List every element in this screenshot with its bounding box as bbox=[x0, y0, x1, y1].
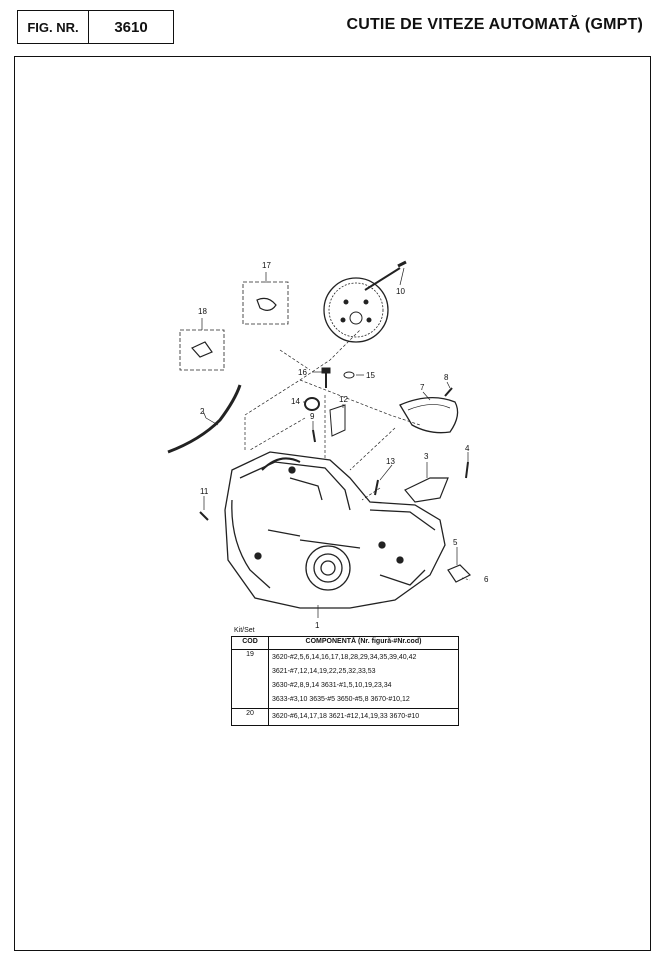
part-17-clamp bbox=[256, 297, 277, 311]
callout-7: 7 bbox=[420, 383, 425, 392]
callout-4: 4 bbox=[465, 444, 470, 453]
assembly-guide-lines bbox=[244, 329, 421, 501]
part-18-clip bbox=[191, 341, 213, 358]
callout-14: 14 bbox=[291, 397, 300, 406]
part-15-nut bbox=[343, 371, 355, 379]
callout-18: 18 bbox=[198, 307, 207, 316]
kit-component-line: 3620-#2,5,6,14,16,17,18,28,29,34,35,39,4… bbox=[272, 654, 417, 661]
kit-table: COD COMPONENTĂ (Nr. figură-#Nr.cod) 19 3… bbox=[231, 636, 459, 726]
part-12-bracket bbox=[329, 404, 346, 437]
callout-8: 8 bbox=[444, 373, 449, 382]
kit-set-label: Kit/Set bbox=[234, 627, 255, 634]
part-11-bolt bbox=[199, 511, 209, 521]
callout-leaders bbox=[201, 267, 469, 565]
part-14-seal bbox=[304, 397, 320, 411]
callout-9: 9 bbox=[310, 412, 315, 421]
part-1-transmission-housing bbox=[224, 451, 446, 618]
kit-header-cod: COD bbox=[231, 636, 269, 650]
part-5-bracket bbox=[447, 564, 472, 583]
callout-1: 1 bbox=[315, 621, 320, 630]
part-17-box bbox=[242, 281, 289, 325]
part-18-box bbox=[179, 329, 225, 371]
callout-12: 12 bbox=[339, 395, 348, 404]
part-3-bracket bbox=[404, 477, 449, 503]
kit-component-line: 3620-#6,14,17,18 3621-#12,14,19,33 3670-… bbox=[272, 713, 420, 720]
kit-cod-cell: 20 bbox=[231, 708, 269, 726]
callout-5: 5 bbox=[453, 538, 458, 547]
kit-components-cell: 3620-#2,5,6,14,16,17,18,28,29,34,35,39,4… bbox=[268, 649, 459, 709]
part-2-dipstick-tube bbox=[167, 384, 242, 454]
page-title: CUTIE DE VITEZE AUTOMATĂ (GMPT) bbox=[346, 16, 643, 33]
figure-number: 3610 bbox=[114, 18, 148, 36]
part-10-flexplate bbox=[323, 260, 407, 343]
callout-labels: 1 2 3 4 5 6 7 8 9 10 11 12 13 14 15 16 1… bbox=[198, 261, 489, 630]
diagram-frame bbox=[14, 56, 651, 951]
callout-6: 6 bbox=[484, 575, 489, 584]
part-7-shield bbox=[399, 397, 459, 434]
callout-16: 16 bbox=[298, 368, 307, 377]
callout-2: 2 bbox=[200, 407, 205, 416]
callout-10: 10 bbox=[396, 287, 405, 296]
kit-table-header: COD COMPONENTĂ (Nr. figură-#Nr.cod) bbox=[231, 636, 459, 650]
part-9-bolt bbox=[312, 429, 316, 443]
kit-component-line: 3630-#2,8,9,14 3631-#1,5,10,19,23,34 bbox=[272, 682, 392, 689]
callout-3: 3 bbox=[424, 452, 429, 461]
table-row: 19 3620-#2,5,6,14,16,17,18,28,29,34,35,3… bbox=[231, 649, 459, 709]
callout-17: 17 bbox=[262, 261, 271, 270]
callout-11: 11 bbox=[200, 487, 209, 496]
figure-label: FIG. NR. bbox=[18, 11, 89, 43]
table-row: 20 3620-#6,14,17,18 3621-#12,14,19,33 36… bbox=[231, 708, 459, 726]
part-13-bolt bbox=[374, 479, 379, 496]
kit-cod-cell: 19 bbox=[231, 649, 269, 709]
kit-components-cell: 3620-#6,14,17,18 3621-#12,14,19,33 3670-… bbox=[268, 708, 459, 726]
kit-component-line: 3621-#7,12,14,19,22,25,32,33,53 bbox=[272, 668, 376, 675]
part-8-bolt bbox=[444, 387, 453, 397]
figure-number-box: FIG. NR. 3610 bbox=[17, 10, 174, 44]
callout-15: 15 bbox=[366, 371, 375, 380]
part-16-bolt-head bbox=[321, 367, 331, 374]
kit-header-components: COMPONENTĂ (Nr. figură-#Nr.cod) bbox=[268, 636, 459, 650]
part-4-bolt bbox=[465, 461, 469, 479]
kit-component-line: 3633-#3,10 3635-#5 3650-#5,8 3670-#10,12 bbox=[272, 696, 410, 703]
callout-13: 13 bbox=[386, 457, 395, 466]
